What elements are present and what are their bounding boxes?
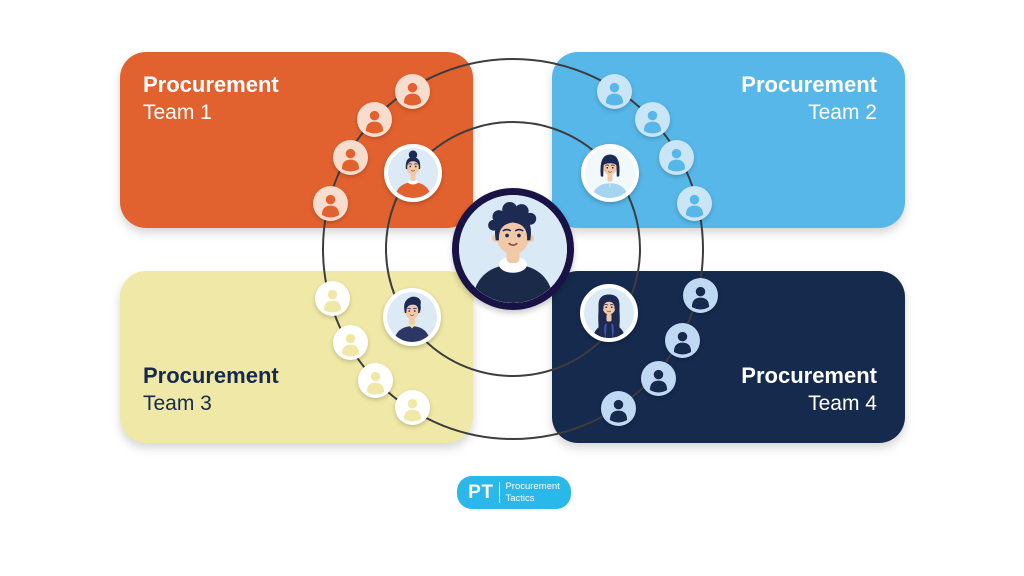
team-3-avatar	[383, 288, 441, 346]
logo-initials: PT	[468, 481, 494, 503]
team-1-member-icon	[332, 139, 368, 175]
central-manager-avatar	[452, 188, 574, 310]
team-1-member-icon	[356, 101, 392, 137]
logo-wordmark: Procurement Tactics	[505, 481, 559, 505]
logo-divider	[499, 482, 501, 503]
team-3-member-icon	[314, 280, 350, 316]
team-3-title: Procurement	[143, 362, 279, 388]
team-1-avatar	[384, 144, 442, 202]
team-1-label: Procurement Team 1	[143, 72, 279, 125]
team-4-avatar	[580, 284, 638, 342]
team-1-title: Procurement	[143, 72, 279, 97]
team-2-member-icon	[634, 101, 670, 137]
team-1-member-icon	[312, 185, 348, 221]
team-2-avatar	[581, 144, 639, 202]
team-4-member-icon	[664, 322, 700, 358]
team-4-member-icon	[682, 277, 718, 313]
team-2-title: Procurement	[741, 72, 877, 97]
team-4-subtitle: Team 4	[808, 391, 877, 415]
logo-wordmark-line1: Procurement	[505, 480, 560, 492]
team-2-subtitle: Team 2	[808, 101, 877, 125]
team-2-member-icon	[596, 73, 632, 109]
team-2-member-icon	[676, 185, 712, 221]
team-3-label: Procurement Team 3	[143, 362, 279, 415]
procurement-tactics-logo: PT Procurement Tactics	[457, 476, 571, 509]
team-4-member-icon	[640, 360, 676, 396]
team-1-subtitle: Team 1	[143, 101, 212, 125]
team-2-member-icon	[658, 139, 694, 175]
team-4-title: Procurement	[741, 362, 877, 388]
team-1-member-icon	[394, 73, 430, 109]
team-2-label: Procurement Team 2	[741, 72, 877, 125]
logo-wordmark-line2: Tactics	[505, 492, 535, 504]
team-3-member-icon	[357, 362, 393, 398]
team-3-member-icon	[394, 389, 430, 425]
team-3-member-icon	[332, 324, 368, 360]
team-4-label: Procurement Team 4	[741, 362, 877, 415]
team-4-member-icon	[600, 390, 636, 426]
team-3-subtitle: Team 3	[143, 391, 212, 415]
